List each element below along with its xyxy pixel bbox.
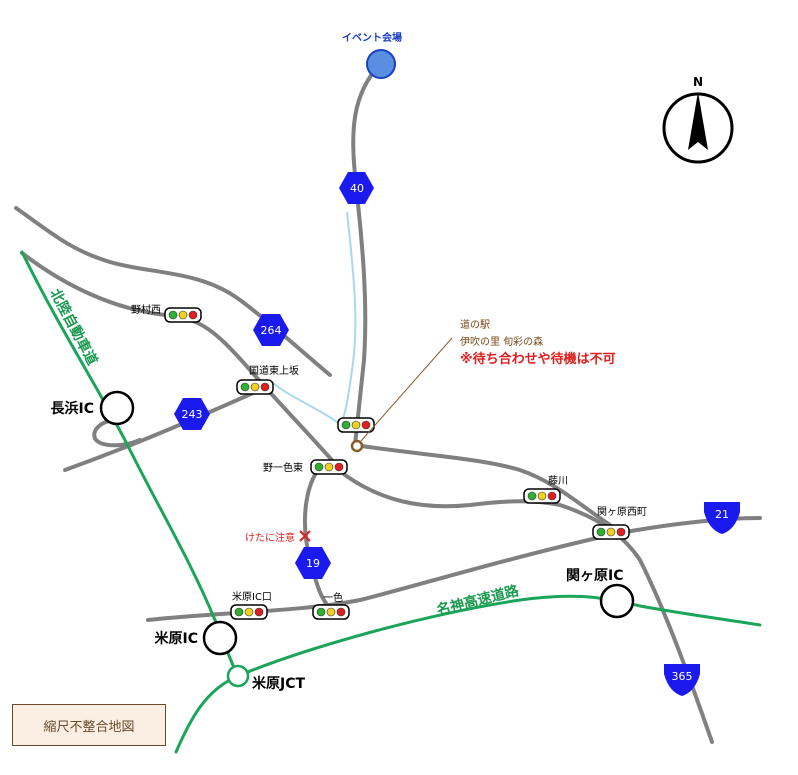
signal-label-isshiki: 一色 [323, 591, 343, 604]
highway-meishin-label: 名神高速道路 [435, 582, 522, 619]
route-badge-40: 40 [339, 172, 374, 204]
signal-fujikawa-icon [523, 488, 561, 504]
caution-label: けたに注意 [245, 531, 295, 544]
roadside-station-leader [360, 337, 453, 442]
compass-icon: N [662, 75, 734, 164]
scale-note-label: 縮尺不整合地図 [43, 719, 135, 735]
svg-text:19: 19 [306, 557, 320, 570]
route-badge-365: 365 [664, 664, 700, 696]
caution-x-icon [299, 530, 311, 542]
road-route-19 [303, 460, 332, 610]
route-badge-21: 21 [704, 502, 740, 534]
roadside-station-marker [350, 439, 364, 453]
signal-label-sekigahara-nishimachi: 関ヶ原西町 [597, 506, 647, 518]
maibara-jct: 米原JCT [226, 664, 305, 692]
highway-meishin [174, 594, 762, 754]
roadside-station-note: ※待ち合わせや待機は不可 [460, 351, 616, 367]
signal-label-kokudo: 国道東上坂 [249, 364, 299, 377]
svg-text:264: 264 [261, 324, 282, 337]
svg-text:40: 40 [350, 182, 364, 195]
svg-text:長浜IC: 長浜IC [51, 400, 94, 417]
scale-note-box: 縮尺不整合地図 [12, 704, 166, 746]
road-east [353, 443, 612, 527]
svg-text:米原JCT: 米原JCT [252, 675, 305, 692]
svg-text:21: 21 [715, 508, 729, 521]
signal-route40-junction-icon [337, 417, 375, 433]
maibara-ic: 米原IC [155, 620, 238, 656]
road-route-40 [351, 62, 382, 447]
north-label: N [693, 75, 703, 89]
signal-label-maibara-ic-guchi: 米原IC口 [232, 590, 272, 603]
road-route-243 [63, 388, 262, 472]
svg-text:米原IC: 米原IC [155, 630, 198, 647]
signal-label-fujikawa: 藤川 [548, 475, 568, 487]
roadside-station-line1: 道の駅 [460, 318, 490, 331]
highway-hokuriku [20, 250, 240, 678]
signal-isshiki-icon [312, 604, 350, 620]
route-badge-243: 243 [174, 398, 210, 430]
signal-label-noichi: 野一色東 [263, 461, 303, 474]
sekigahara-ic: 関ヶ原IC [566, 568, 635, 619]
signal-noichi-shiki-higashi-icon [310, 459, 348, 475]
river [339, 211, 357, 429]
roadside-station-line2: 伊吹の里 旬彩の森 [460, 335, 543, 348]
nagahama-ic: 長浜IC [51, 390, 135, 426]
route-badge-19: 19 [295, 547, 331, 579]
svg-text:365: 365 [672, 670, 693, 683]
svg-text:関ヶ原IC: 関ヶ原IC [566, 568, 623, 584]
signal-label-nomura-nishi: 野村西 [131, 303, 161, 316]
route-badge-264: 264 [253, 314, 289, 346]
signal-nomura-nishi-icon [164, 307, 202, 323]
signal-kokudo-higashi-uesaka-icon [236, 379, 274, 395]
event-venue-dot [366, 49, 396, 79]
svg-text:243: 243 [182, 408, 203, 421]
signal-sekigahara-nishimachi-icon [592, 524, 630, 540]
signal-maibara-ic-guchi-icon [230, 604, 268, 620]
highway-hokuriku-label: 北陸自動車道 [46, 286, 100, 368]
event-venue-label: イベント会場 [342, 31, 402, 44]
